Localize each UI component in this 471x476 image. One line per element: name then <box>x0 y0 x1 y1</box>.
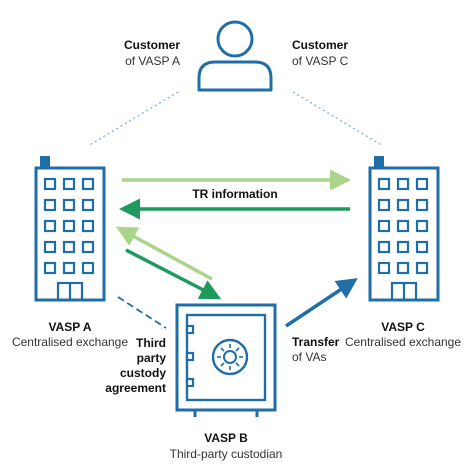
custody-agreement-line4: agreement <box>105 381 166 395</box>
custody-dashed-line <box>117 296 167 329</box>
transfer-arrow[interactable] <box>285 278 358 328</box>
customer-left-subtitle: of VASP A <box>125 54 180 68</box>
custody-agreement-line2: party <box>136 351 166 365</box>
vasp-b-subtitle: Third-party custodian <box>169 447 283 461</box>
vasp-c-title: VASP C <box>381 320 425 334</box>
tr-information-label: TR information <box>192 187 278 201</box>
vasp-b-title: VASP B <box>204 431 248 445</box>
building-a-icon <box>34 156 106 302</box>
dotted-connector-right <box>292 91 384 147</box>
custody-agreement-line3: custody <box>119 366 166 380</box>
vault-icon <box>175 303 277 417</box>
custody-agreement-line1: Third <box>136 336 166 350</box>
customer-left-title: Customer <box>123 38 180 52</box>
arrow-a-to-b[interactable] <box>125 248 222 300</box>
customer-right-title: Customer <box>292 38 349 52</box>
transfer-line2: of VAs <box>292 350 327 364</box>
customer-right-subtitle: of VASP C <box>292 54 349 68</box>
vasp-a-title: VASP A <box>48 320 92 334</box>
person-icon <box>197 20 273 92</box>
vasp-a-subtitle: Centralised exchange <box>11 335 129 349</box>
vasp-c-subtitle: Centralised exchange <box>344 335 462 349</box>
building-c-icon <box>368 156 440 302</box>
dotted-connector-left <box>87 91 179 147</box>
arrow-b-to-a[interactable] <box>115 226 213 281</box>
transfer-line1: Transfer <box>292 335 340 349</box>
